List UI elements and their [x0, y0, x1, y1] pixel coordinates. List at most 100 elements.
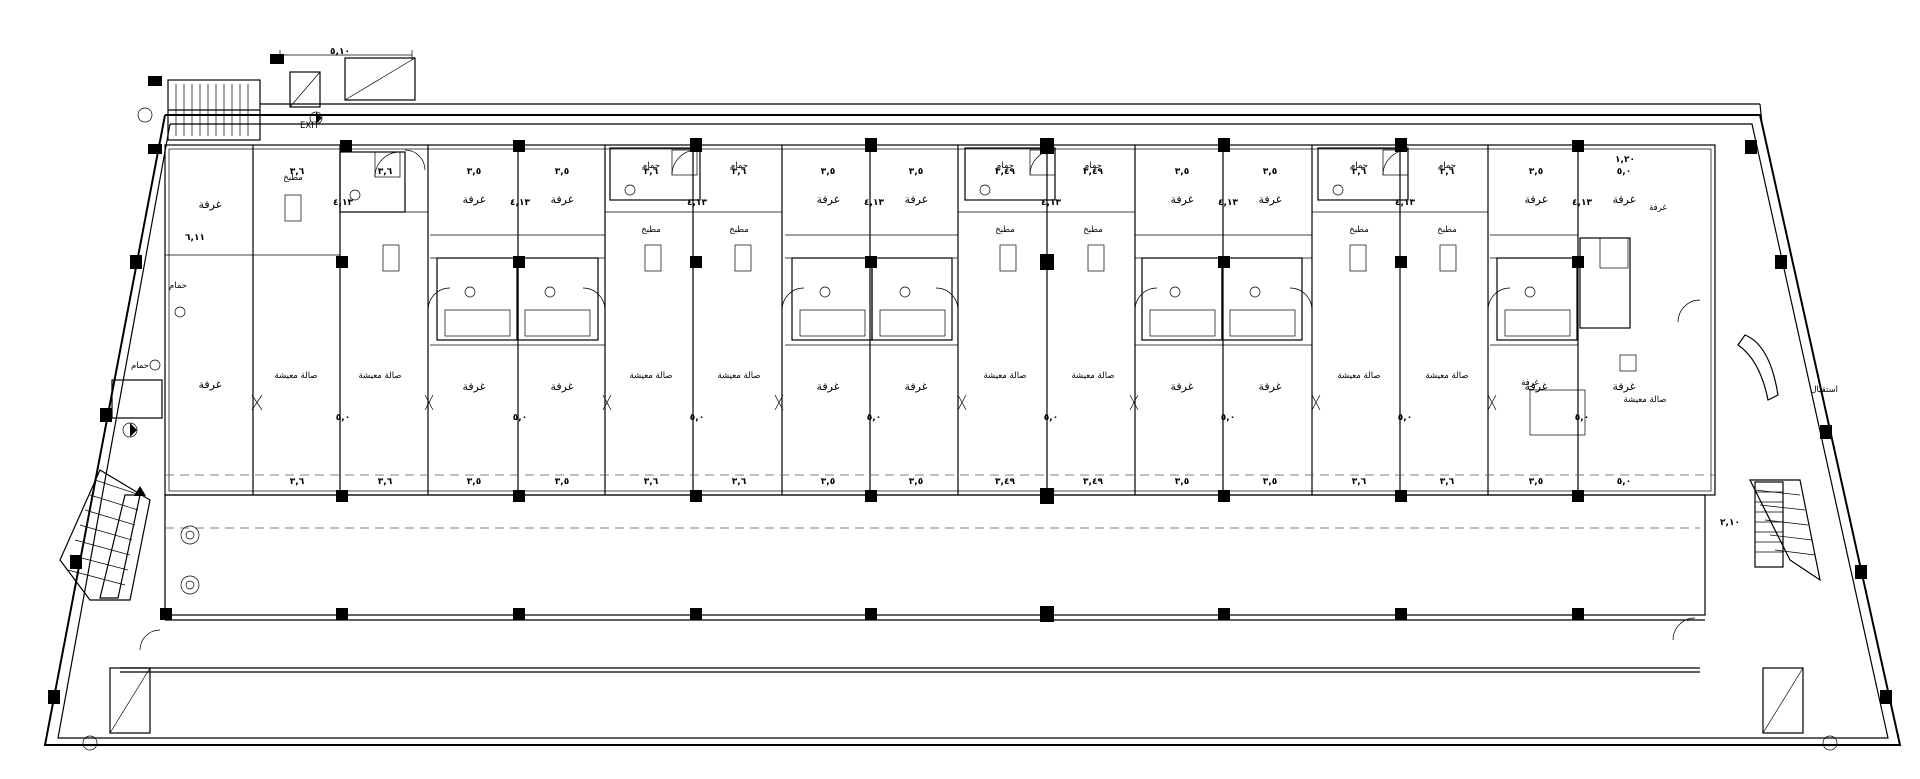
- room-label-living: صالة معيشة: [358, 371, 401, 381]
- room-depth-dimension: ٥,٠: [867, 413, 881, 423]
- room-depth-dimension: ٥,٠: [336, 413, 350, 423]
- bay-dimension-top: ٣,٥: [1529, 167, 1543, 177]
- bay-dimension-bottom: ٣,٦: [1440, 477, 1455, 487]
- exit-label: EXIT: [300, 121, 320, 131]
- window-marks: [251, 394, 1497, 411]
- room-label-bedroom: غرفة: [463, 380, 486, 393]
- bay-dimension-top: ٣,٥: [821, 167, 835, 177]
- internal-walls: [165, 211, 1715, 476]
- room-label-kitchen: مطبخ: [283, 173, 303, 183]
- room-label-kitchen: مطبخ: [641, 225, 661, 235]
- room-label-bedroom: غرفة: [817, 380, 840, 393]
- room-depth-dimension: ٤,١٣: [510, 198, 530, 208]
- bay-dimension-top: ٥,٠: [1617, 167, 1631, 177]
- room-depth-dimension: ٤,١٣: [1041, 198, 1061, 208]
- toilet-icon: [149, 184, 1536, 371]
- bay-dimension-top: ٣,٤٩: [995, 167, 1015, 177]
- reception-label: استقبال: [1810, 385, 1838, 395]
- room-label-living: صالة معيشة: [274, 371, 317, 381]
- bay-dimension-bottom: ٣,٦: [1352, 477, 1367, 487]
- bay-dimension-bottom: ٣,٦: [644, 477, 659, 487]
- room-label-bedroom: غرفة: [1259, 380, 1282, 393]
- elevator-shafts: [109, 57, 1804, 734]
- top-overall-dimension: ٥,١٠: [330, 47, 350, 57]
- room-label-kitchen: مطبخ: [1437, 225, 1457, 235]
- plant-icon: [180, 525, 200, 595]
- bay-dimension-bottom: ٣,٤٩: [995, 477, 1015, 487]
- room-label-bath: حمام: [642, 161, 660, 171]
- room-depth-dimension: ٥,٠: [690, 413, 704, 423]
- bay-dimension-bottom: ٣,٦: [378, 477, 393, 487]
- room-label-bedroom: غرفة: [1525, 380, 1548, 393]
- room-label-bedroom: غرفة: [199, 198, 222, 211]
- room-label-bedroom: غرفة: [817, 193, 840, 206]
- room-label-living: صالة معيشة: [717, 371, 760, 381]
- room-label-bedroom: غرفة: [1171, 380, 1194, 393]
- bay-dimension-top: ٣,٥: [909, 167, 923, 177]
- room-depth-dimension: ٤,١٣: [1218, 198, 1238, 208]
- bathroom-blocks: [339, 147, 1631, 341]
- column-marker: [48, 54, 1892, 704]
- room-depth-dimension: ٥,٠: [1575, 413, 1589, 423]
- room-label-kitchen: مطبخ: [1349, 225, 1369, 235]
- outer-envelope: [43, 103, 1902, 746]
- room-label-bath: حمام: [131, 361, 149, 371]
- bay-dimension-bottom: ٣,٦: [290, 477, 305, 487]
- side-left-dimension: ٦,١١: [185, 233, 205, 243]
- party-walls: [252, 145, 1579, 495]
- room-label-kitchen: مطبخ: [995, 225, 1015, 235]
- room-label-bedroom: غرفة: [1613, 193, 1636, 206]
- bay-dimension-bottom: ٣,٤٩: [1083, 477, 1103, 487]
- room-label-living: صالة معيشة: [1623, 395, 1666, 405]
- room-label-bath: حمام: [1084, 161, 1102, 171]
- room-label-living: صالة معيشة: [1425, 371, 1468, 381]
- room-label-bedroom: غرفة: [1525, 193, 1548, 206]
- bay-dimension-bottom: ٣,٥: [555, 477, 569, 487]
- bay-dimension-top: ٣,٥: [1263, 167, 1277, 177]
- room-depth-dimension: ٥,٠: [1398, 413, 1412, 423]
- north-symbol-icon: [82, 107, 1838, 751]
- apartment-block: [164, 144, 1716, 496]
- room-label-bedroom: غرفة: [551, 380, 574, 393]
- room-label-bedroom: غرفة: [1259, 193, 1282, 206]
- room-depth-dimension: ٤,١٣: [333, 198, 353, 208]
- room-label-bedroom: غرفة: [463, 193, 486, 206]
- stair-icon: [59, 79, 1821, 601]
- room-label-bedroom: غرفة: [905, 380, 928, 393]
- bay-dimension-bottom: ٥,٠: [1617, 477, 1631, 487]
- room-label-bath: حمام: [1438, 161, 1456, 171]
- room-depth-dimension: ٤,١٣: [864, 198, 884, 208]
- bay-dimension-top: ٣,٦: [1440, 167, 1455, 177]
- room-label-bedroom: غرفة: [1613, 380, 1636, 393]
- room-depth-dimension: ٥,٠: [1221, 413, 1235, 423]
- bay-dimension-top: ٣,٦: [644, 167, 659, 177]
- room-depth-dimension: ٤,١٣: [687, 198, 707, 208]
- room-label-bedroom: غرفة: [1649, 203, 1667, 213]
- top-right-dimension: ١,٢٠: [1615, 155, 1635, 165]
- bay-dimension-top: ٣,٥: [1175, 167, 1189, 177]
- room-label-living: صالة معيشة: [983, 371, 1026, 381]
- dimension-top: [279, 50, 413, 60]
- bay-dimension-top: ٣,٦: [732, 167, 747, 177]
- bay-dimension-top: ٣,٤٩: [1083, 167, 1103, 177]
- gallery-corridor: [120, 494, 1706, 673]
- bay-dimensions: ٣,٦ ٣,٦ ٣,٦ ٣,٦ ٣,٥ ٣,٥ ٣,٥ ٣,٥ ٣,٦ ٣,٦ ٣,٦ ٣,٦ ٣,٥ ٣…: [290, 167, 1631, 487]
- bay-dimension-bottom: ٣,٥: [1263, 477, 1277, 487]
- bay-dimension-bottom: ٣,٥: [821, 477, 835, 487]
- room-label-bedroom: غرفة: [199, 378, 222, 391]
- bay-dimension-top: ٣,٦: [1352, 167, 1367, 177]
- bay-dimension-top: ٣,٦: [290, 167, 305, 177]
- room-depth-dimension: ٤,١٣: [1395, 198, 1415, 208]
- room-label-bedroom: غرفة: [1521, 378, 1539, 388]
- shower-icon: [374, 149, 1409, 178]
- door-swing-icon: [139, 149, 1701, 651]
- room-label-living: صالة معيشة: [629, 371, 672, 381]
- room-label-bath: حمام: [996, 161, 1014, 171]
- room-label-bath: حمام: [1350, 161, 1368, 171]
- bay-dimension-bottom: ٣,٥: [909, 477, 923, 487]
- room-label-bath: حمام: [169, 281, 187, 291]
- room-label-bath: حمام: [730, 161, 748, 171]
- bay-dimension-top: ٣,٥: [467, 167, 481, 177]
